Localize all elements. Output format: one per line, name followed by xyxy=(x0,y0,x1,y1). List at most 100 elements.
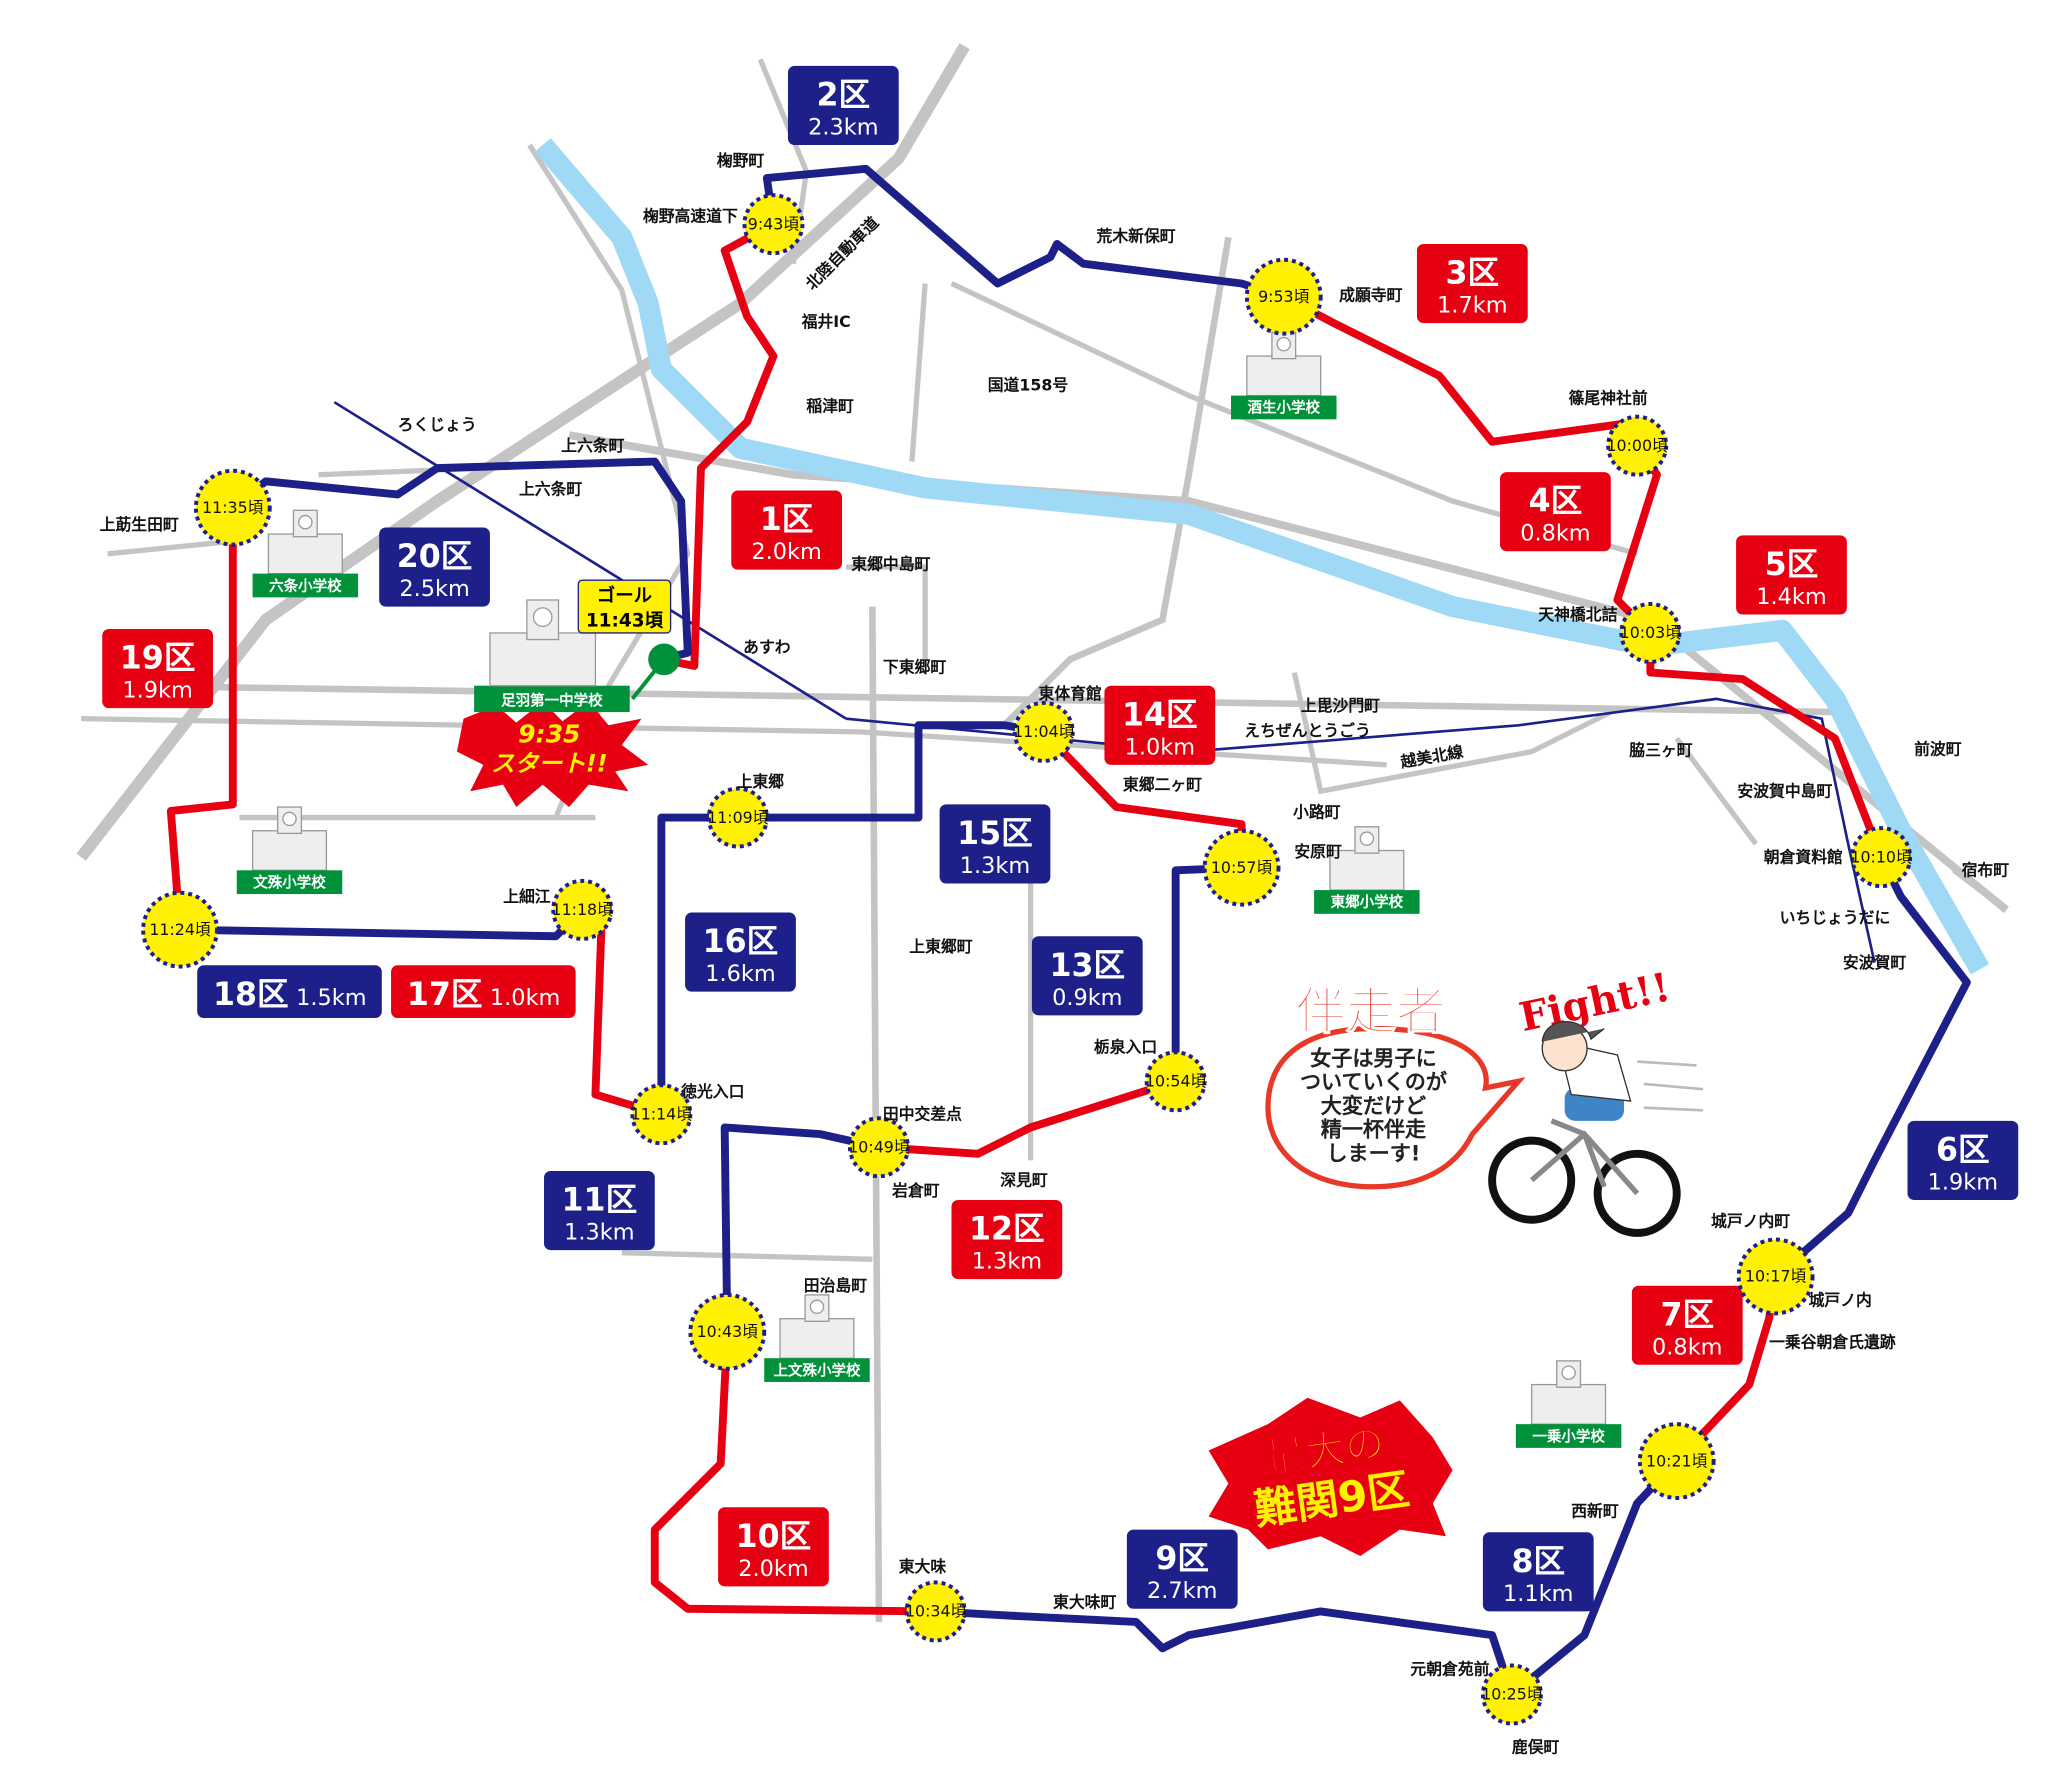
place-name: 上東郷町 xyxy=(909,937,972,956)
section-name: 10区 xyxy=(736,1519,812,1555)
section-name: 18区 xyxy=(213,977,289,1013)
route-segment-2 xyxy=(762,164,1285,301)
place-name: 田中交差点 xyxy=(883,1105,962,1124)
hardest-section-callout: 最大の 難関9区 xyxy=(1208,1397,1453,1557)
section-distance: 1.0km xyxy=(490,985,560,1011)
section-label-6: 6区1.9km xyxy=(1907,1120,2019,1200)
start-school-plate xyxy=(474,685,630,713)
checkpoint-marker xyxy=(1012,700,1075,763)
section-distance: 2.0km xyxy=(751,539,821,565)
section-distance: 0.8km xyxy=(1652,1334,1722,1360)
checkpoint-time: 11:09頃 xyxy=(707,808,769,827)
section-name: 14区 xyxy=(1122,697,1198,733)
school: 上文殊小学校 xyxy=(764,1294,870,1382)
place-name: 城戸ノ内 xyxy=(1809,1290,1872,1309)
bubble-line: ついていくのが xyxy=(1300,1069,1448,1094)
place-name: 西新町 xyxy=(1571,1501,1619,1520)
runner-companion-bubble: 伴走者 女子は男子に ついていくのが 大変だけど 精一杯伴走 しまーす! Fig… xyxy=(1265,964,1704,1237)
checkpoint-marker xyxy=(742,193,805,256)
place-name: 脇三ヶ町 xyxy=(1629,741,1692,760)
school: 一乗小学校 xyxy=(1515,1360,1622,1448)
section-name: 11区 xyxy=(562,1183,638,1219)
place-name: 城戸ノ内町 xyxy=(1711,1211,1790,1230)
school: 六条小学校 xyxy=(252,509,359,598)
place-name: 上六条町 xyxy=(561,436,624,455)
checkpoint-time: 10:03頃 xyxy=(1620,623,1682,642)
place-name: 稲津町 xyxy=(806,396,854,415)
section-name: 1区 xyxy=(760,502,814,538)
checkpoint-marker xyxy=(706,786,769,849)
checkpoint: 11:24頃 xyxy=(141,890,219,969)
checkpoint-time: 10:21頃 xyxy=(1646,1451,1708,1470)
school-building-icon xyxy=(1531,1360,1607,1425)
place-name: 上六条町 xyxy=(519,479,582,498)
checkpoint: 10:00頃 xyxy=(1606,414,1669,477)
checkpoint: 11:18頃 xyxy=(551,878,614,941)
checkpoint: 10:10頃 xyxy=(1850,826,1913,889)
school: 文殊小学校 xyxy=(236,806,343,895)
place-name: 上細江 xyxy=(503,887,551,906)
checkpoint-time: 11:35頃 xyxy=(202,498,264,517)
school-building-icon xyxy=(1246,331,1322,397)
section-distance: 1.3km xyxy=(564,1220,634,1246)
checkpoint-time: 10:00頃 xyxy=(1606,436,1668,455)
checkpoint-marker xyxy=(847,1116,910,1179)
checkpoint-time: 10:25頃 xyxy=(1481,1685,1543,1704)
school-name: 文殊小学校 xyxy=(253,873,326,891)
route-segment-20 xyxy=(230,457,692,664)
river xyxy=(534,138,1990,975)
place-name: ろくじょう xyxy=(398,415,477,434)
section-name: 9区 xyxy=(1155,1541,1209,1577)
checkpoint: 10:49頃 xyxy=(847,1116,910,1179)
place-name: 深見町 xyxy=(1000,1170,1048,1189)
place-name: 小路町 xyxy=(1293,803,1341,822)
fight-text: Fight!! xyxy=(1516,964,1675,1041)
checkpoint-marker xyxy=(630,1083,693,1146)
place-name: あすわ xyxy=(743,638,791,657)
section-distance: 2.0km xyxy=(738,1556,808,1582)
checkpoint-time: 11:24頃 xyxy=(149,920,211,939)
goal-box xyxy=(577,579,672,634)
route-segment-9 xyxy=(935,1607,1516,1696)
section-distance: 2.7km xyxy=(1147,1578,1217,1604)
section-name: 16区 xyxy=(703,924,779,960)
checkpoint-marker xyxy=(141,890,219,969)
checkpoint: 10:57頃 xyxy=(1202,828,1281,907)
checkpoint-marker xyxy=(193,468,272,547)
school: 東郷小学校 xyxy=(1314,826,1420,914)
bubble-line: 大変だけど xyxy=(1321,1093,1426,1118)
section-distance: 2.3km xyxy=(808,115,878,141)
place-name: 前波町 xyxy=(1914,739,1962,758)
place-name: 東体育館 xyxy=(1039,684,1102,703)
section-name: 3区 xyxy=(1446,256,1500,292)
school-name: 上文殊小学校 xyxy=(773,1361,860,1379)
cyclist-illustration xyxy=(1488,1020,1704,1237)
section-distance: 2.5km xyxy=(399,576,469,602)
start-goal: 9:35 スタート!! 足羽第一中学校 ゴール 11:43頃 xyxy=(456,579,680,808)
checkpoint-time: 10:54頃 xyxy=(1145,1072,1207,1091)
place-name: 鹿俣町 xyxy=(1512,1737,1560,1756)
place-name: 北陸自動車道 xyxy=(802,213,883,294)
start-time: 9:35 xyxy=(518,719,580,748)
checkpoint: 11:04頃 xyxy=(1012,700,1075,763)
place-name: 成願寺町 xyxy=(1339,286,1402,305)
checkpoint: 10:03頃 xyxy=(1619,601,1682,664)
place-name: 上莇生田町 xyxy=(100,515,179,534)
goal-time: 11:43頃 xyxy=(586,610,664,631)
checkpoint-time: 11:04頃 xyxy=(1013,722,1075,741)
checkpoint-time: 11:14頃 xyxy=(631,1105,693,1124)
checkpoint: 10:43頃 xyxy=(688,1292,767,1371)
section-label-8: 8区1.1km xyxy=(1482,1532,1594,1612)
place-name: 椈野高速道下 xyxy=(643,207,738,226)
checkpoint: 10:21頃 xyxy=(1637,1422,1716,1500)
checkpoint: 11:09頃 xyxy=(706,786,769,849)
place-name: 東郷二ヶ町 xyxy=(1123,775,1202,794)
checkpoint-time: 10:49頃 xyxy=(848,1138,910,1157)
